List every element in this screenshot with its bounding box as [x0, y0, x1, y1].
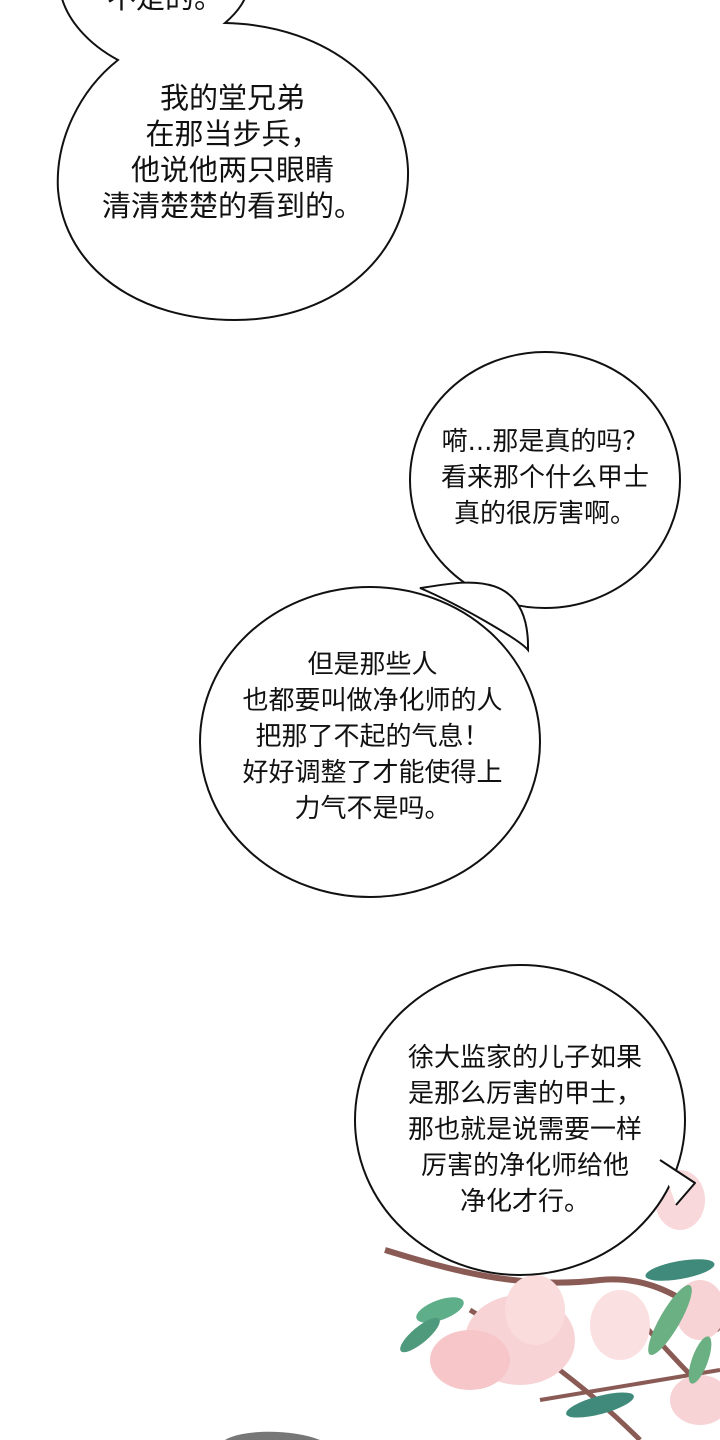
speech-bubble-0: [56, 0, 410, 322]
speech-bubble-4-tail: [659, 1159, 696, 1206]
bubble-text-4: 徐大监家的儿子如果 是那么厉害的甲士， 那也就是说需要一样 厉害的净化师给他 净…: [407, 1043, 642, 1217]
speech-bubble-1: [409, 351, 681, 609]
bubble-text-0: 不是的。: [90, 0, 240, 16]
character-hair-fragment: [225, 1431, 320, 1440]
speech-bubble-2: [419, 581, 530, 653]
speech-bubble-3: [199, 586, 541, 898]
bubble-text-3: 但是那些人 也都要叫做净化师的人 把那了不起的气息！ 好好调整了才能使得上 力气…: [242, 650, 503, 824]
bubble-text-1: 我的堂兄弟 在那当步兵， 他说他两只眼睛 清清楚楚的看到的。: [101, 81, 363, 223]
speech-bubble-4: [354, 964, 686, 1276]
bubble-text-2: 嗬...那是真的吗？ 看来那个什么甲士 真的很厉害啊。: [440, 427, 649, 529]
